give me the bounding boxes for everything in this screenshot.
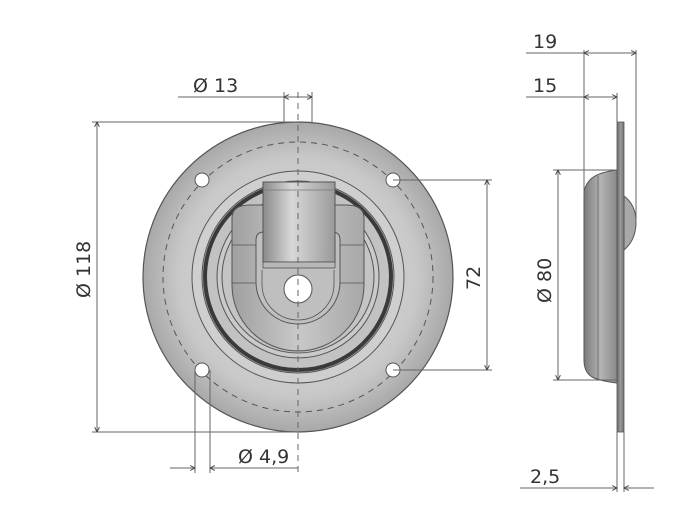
dim-hole-spacing: 72 (463, 266, 485, 290)
dim-plate-thickness: 2,5 (530, 466, 560, 488)
dim-overall-diameter: Ø 118 (73, 241, 95, 298)
front-view (142, 92, 454, 475)
dim-hole-diameter: Ø 4,9 (238, 446, 289, 468)
side-back-bump (623, 194, 637, 252)
bolt-hole-top-left (194, 172, 210, 188)
side-view (583, 121, 637, 433)
dim-recess-depth: 15 (533, 75, 557, 97)
dim-pin-diameter: Ø 13 (193, 75, 238, 97)
side-dimensions (520, 50, 654, 492)
pin-head (262, 181, 336, 263)
bolt-hole-bottom-left (194, 362, 210, 378)
dim-total-depth: 19 (533, 31, 557, 53)
front-dimensions (92, 92, 492, 473)
side-flange-plate (616, 121, 625, 433)
dim-recess-diameter: Ø 80 (534, 258, 556, 303)
side-cup-profile (583, 169, 618, 384)
